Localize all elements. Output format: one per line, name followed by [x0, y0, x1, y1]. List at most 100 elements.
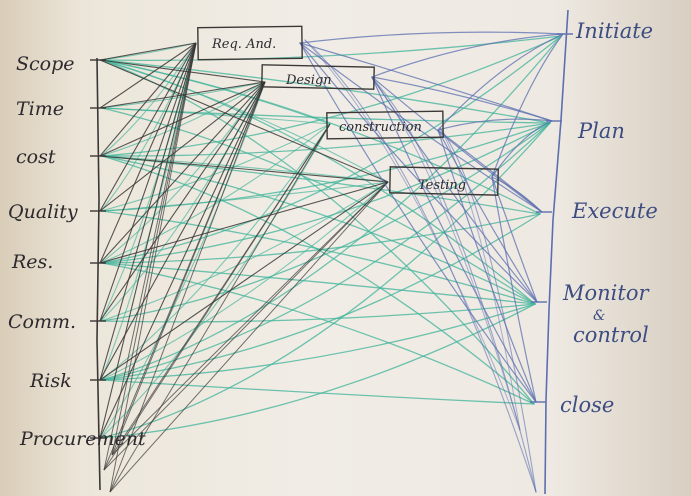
phase-label-design: Design — [285, 73, 332, 88]
dark-link — [109, 42, 197, 493]
dark-link — [99, 155, 389, 183]
process-group-execute: Execute — [571, 199, 658, 223]
knowledge-area-scope: Scope — [16, 53, 75, 75]
blue-link — [299, 31, 564, 44]
blue-link — [371, 76, 543, 213]
blue-link — [437, 129, 538, 303]
knowledge-area-cost: cost — [16, 146, 56, 168]
teal-link — [100, 181, 389, 212]
dark-link — [99, 81, 266, 157]
teal-link — [100, 59, 331, 125]
blue-link — [371, 76, 553, 122]
teal-link — [101, 262, 536, 305]
teal-link — [101, 303, 536, 439]
left-axis — [96, 57, 101, 491]
dark-link — [99, 81, 266, 264]
teal-link — [100, 81, 266, 264]
blue-link — [491, 33, 564, 178]
blue-link — [491, 176, 537, 403]
dark-link — [99, 81, 266, 212]
phase-label-testing: Testing — [418, 178, 466, 193]
dark-link — [99, 181, 389, 381]
dark-link — [109, 123, 331, 493]
teal-link — [101, 213, 541, 381]
teal-link — [101, 122, 551, 381]
teal-link — [100, 123, 331, 212]
teal-link — [101, 35, 562, 61]
vertical-axes — [90, 9, 573, 495]
teal-link — [101, 35, 562, 264]
dark-link — [111, 123, 331, 456]
teal-link — [100, 123, 331, 381]
dark-link — [99, 42, 197, 212]
dark-link — [99, 42, 197, 109]
teal-link — [101, 35, 562, 381]
knowledge-area-comm: Comm. — [8, 311, 76, 333]
teal-link — [101, 122, 551, 157]
dark-link — [109, 181, 389, 493]
blue-link — [371, 77, 521, 431]
teal-link — [101, 262, 535, 405]
dark-link — [109, 81, 266, 493]
process-group-monitor-control: Monitor&control — [562, 281, 650, 347]
dark-link — [111, 81, 266, 456]
blue-link — [304, 39, 521, 431]
phase-label-req-and: Req. And. — [211, 37, 276, 52]
blue-link — [437, 118, 553, 131]
dark-link — [99, 59, 266, 83]
teal-link — [101, 122, 551, 322]
blue-link — [299, 42, 537, 403]
teal-link — [100, 42, 197, 322]
dark-link — [103, 181, 389, 471]
teal-link — [100, 181, 389, 381]
knowledge-area-quality: Quality — [8, 201, 78, 223]
teal-link — [101, 35, 562, 157]
dark-link — [99, 42, 197, 322]
connection-lines — [99, 31, 564, 493]
dark-link — [99, 42, 197, 381]
phase-boxes — [197, 25, 499, 196]
dark-link — [99, 81, 266, 381]
teal-link — [100, 107, 331, 125]
blue-link — [437, 129, 543, 213]
blue-link — [437, 33, 564, 131]
dark-link — [111, 181, 389, 456]
blue-link — [439, 127, 537, 493]
teal-link — [100, 42, 197, 157]
teal-link — [101, 210, 536, 305]
process-group-initiate: Initiate — [575, 19, 653, 43]
dark-link — [111, 42, 197, 456]
blue-link — [439, 127, 521, 431]
dark-link — [99, 42, 197, 439]
dark-link — [99, 42, 197, 157]
right-axis — [544, 9, 569, 495]
process-group-close: close — [560, 393, 614, 417]
dark-link — [99, 81, 266, 109]
blue-link — [491, 176, 543, 213]
phase-box-req-and — [197, 25, 303, 61]
dark-link — [99, 42, 197, 61]
dark-link — [99, 42, 197, 264]
labels: ScopeTimecostQualityRes.Comm.RiskProcure… — [8, 19, 658, 450]
phase-box-design — [261, 64, 375, 90]
knowledge-area-risk: Risk — [29, 370, 72, 392]
blue-link — [371, 33, 564, 78]
dark-link — [99, 81, 266, 322]
teal-link — [101, 122, 551, 264]
knowledge-area-procurement: Procurement — [19, 428, 146, 450]
phase-label-construction: construction — [339, 120, 422, 135]
teal-link — [101, 303, 536, 323]
teal-link — [101, 122, 551, 439]
phase-box-construction — [326, 110, 444, 140]
teal-link — [100, 81, 266, 157]
blue-link — [304, 39, 537, 493]
blue-link — [371, 76, 537, 403]
phase-box-testing — [389, 166, 499, 196]
knowledge-area-time: Time — [16, 98, 64, 120]
blue-link — [299, 42, 538, 303]
teal-link — [100, 181, 389, 322]
dark-link — [103, 42, 197, 471]
blue-link — [437, 129, 537, 403]
